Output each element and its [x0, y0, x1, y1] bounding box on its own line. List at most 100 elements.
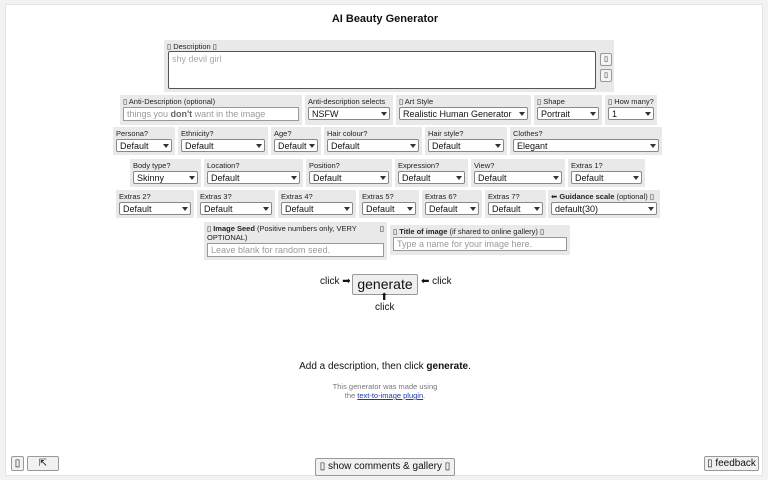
hair-style-value: Default	[432, 140, 461, 151]
chevron-down-icon	[407, 206, 413, 211]
guidance-label-post: (optional) ▯	[614, 192, 654, 201]
image-title-label-post: (if shared to online gallery) ▯	[447, 227, 545, 236]
extras-1-value: Default	[575, 172, 604, 183]
clothes-panel: Clothes? Elegant	[510, 127, 662, 155]
chevron-down-icon	[648, 206, 654, 211]
persona-dropdown[interactable]: Default	[116, 139, 172, 152]
chevron-down-icon	[256, 143, 262, 148]
made-with-line-2: the text-to-image plugin.	[6, 391, 764, 400]
seed-label-post: (Positive numbers only, VERY OPTIONAL)	[207, 224, 357, 242]
persona-value: Default	[120, 140, 149, 151]
anti-selects-label: Anti-description selects	[308, 97, 386, 106]
extras-6-dropdown[interactable]: Default	[425, 202, 479, 215]
anti-selects-dropdown[interactable]: NSFW	[308, 107, 390, 120]
description-placeholder: shy devil girl	[172, 54, 222, 64]
art-style-value: Realistic Human Generator	[403, 108, 512, 119]
age-dropdown[interactable]: Default	[274, 139, 318, 152]
hair-colour-dropdown[interactable]: Default	[327, 139, 419, 152]
extras-3-dropdown[interactable]: Default	[200, 202, 272, 215]
extras-5-value: Default	[366, 203, 395, 214]
chevron-down-icon	[470, 206, 476, 211]
generate-button[interactable]: generate	[352, 274, 418, 295]
feedback-button[interactable]: ▯ feedback	[704, 456, 759, 471]
ethnicity-dropdown[interactable]: Default	[181, 139, 265, 152]
chevron-down-icon	[381, 111, 387, 116]
extras-1-panel: Extras 1? Default	[568, 159, 645, 187]
position-value: Default	[313, 172, 342, 183]
extras-4-dropdown[interactable]: Default	[281, 202, 353, 215]
extras-7-label: Extras 7?	[488, 192, 520, 201]
seed-input[interactable]: Leave blank for random seed.	[207, 243, 384, 257]
chevron-down-icon	[263, 206, 269, 211]
bottom-left-button[interactable]: ▯	[11, 456, 24, 471]
chevron-down-icon	[410, 143, 416, 148]
anti-description-placeholder-bold: don't	[170, 109, 193, 119]
extras-3-value: Default	[204, 203, 233, 214]
hair-style-dropdown[interactable]: Default	[428, 139, 504, 152]
collapse-icon[interactable]: ⇱	[27, 456, 59, 471]
chevron-down-icon	[309, 143, 315, 148]
chevron-down-icon	[344, 206, 350, 211]
guidance-dropdown[interactable]: default(30)	[551, 202, 657, 215]
extras-6-label: Extras 6?	[425, 192, 457, 201]
anti-description-input[interactable]: things you don't want in the image	[123, 107, 299, 121]
status-pre: Add a description, then click	[299, 361, 427, 372]
guidance-label-bold: Guidance scale	[559, 192, 615, 201]
extras-5-panel: Extras 5? Default	[359, 190, 419, 218]
location-dropdown[interactable]: Default	[207, 171, 300, 184]
how-many-dropdown[interactable]: 1	[608, 107, 654, 120]
extras-2-value: Default	[123, 203, 152, 214]
art-style-panel: ▯ Art Style Realistic Human Generator	[396, 95, 531, 125]
extras-1-dropdown[interactable]: Default	[571, 171, 642, 184]
ethnicity-value: Default	[185, 140, 214, 151]
hair-style-panel: Hair style? Default	[425, 127, 507, 155]
status-bold: generate	[426, 361, 469, 372]
extras-2-label: Extras 2?	[119, 192, 151, 201]
made-with-post: .	[423, 391, 426, 400]
extras-7-value: Default	[492, 203, 521, 214]
expression-label: Expression?	[398, 161, 440, 170]
description-side-button-bottom[interactable]: ▯	[600, 69, 612, 82]
chevron-down-icon	[182, 206, 188, 211]
extras-5-label: Extras 5?	[362, 192, 394, 201]
view-dropdown[interactable]: Default	[474, 171, 562, 184]
art-style-label: ▯ Art Style	[399, 97, 434, 106]
chevron-down-icon	[189, 175, 195, 180]
ethnicity-label: Ethnicity?	[181, 129, 214, 138]
body-type-dropdown[interactable]: Skinny	[133, 171, 198, 184]
show-comments-gallery-button[interactable]: ▯ show comments & gallery ▯	[315, 458, 455, 476]
anti-description-panel: ▯ Anti-Description (optional) things you…	[120, 95, 302, 125]
art-style-dropdown[interactable]: Realistic Human Generator	[399, 107, 528, 120]
extras-2-panel: Extras 2? Default	[116, 190, 194, 218]
extras-7-dropdown[interactable]: Default	[488, 202, 543, 215]
shape-panel: ▯ Shape Portrait	[534, 95, 602, 125]
guidance-arrow: ⬅	[551, 192, 560, 201]
expression-dropdown[interactable]: Default	[398, 171, 465, 184]
image-title-input[interactable]: Type a name for your image here.	[393, 237, 567, 251]
clothes-dropdown[interactable]: Elegant	[513, 139, 659, 152]
description-textarea[interactable]: shy devil girl	[168, 51, 596, 89]
chevron-down-icon	[645, 111, 651, 116]
shape-value: Portrait	[541, 108, 571, 119]
how-many-label: ▯ How many?	[608, 97, 654, 106]
body-type-panel: Body type? Skinny	[130, 159, 201, 187]
text-to-image-plugin-link[interactable]: text-to-image plugin	[357, 391, 424, 400]
position-dropdown[interactable]: Default	[309, 171, 389, 184]
extras-6-value: Default	[429, 203, 458, 214]
extras-5-dropdown[interactable]: Default	[362, 202, 416, 215]
seed-label: ▯ Image Seed (Positive numbers only, VER…	[207, 224, 384, 242]
seed-info-icon[interactable]: ▯	[379, 224, 384, 233]
extras-2-dropdown[interactable]: Default	[119, 202, 191, 215]
description-side-button-top[interactable]: ▯	[600, 53, 612, 66]
clothes-label: Clothes?	[513, 129, 543, 138]
seed-placeholder: Leave blank for random seed.	[211, 245, 331, 255]
status-message: Add a description, then click generate.	[6, 361, 764, 372]
clothes-value: Elegant	[517, 140, 548, 151]
view-label: View?	[474, 161, 495, 170]
image-title-label: ▯ Title of image (if shared to online ga…	[393, 227, 567, 236]
shape-dropdown[interactable]: Portrait	[537, 107, 599, 120]
extras-4-panel: Extras 4? Default	[278, 190, 356, 218]
click-hint-below: click	[375, 302, 395, 313]
body-type-label: Body type?	[133, 161, 171, 170]
extras-7-panel: Extras 7? Default	[485, 190, 546, 218]
